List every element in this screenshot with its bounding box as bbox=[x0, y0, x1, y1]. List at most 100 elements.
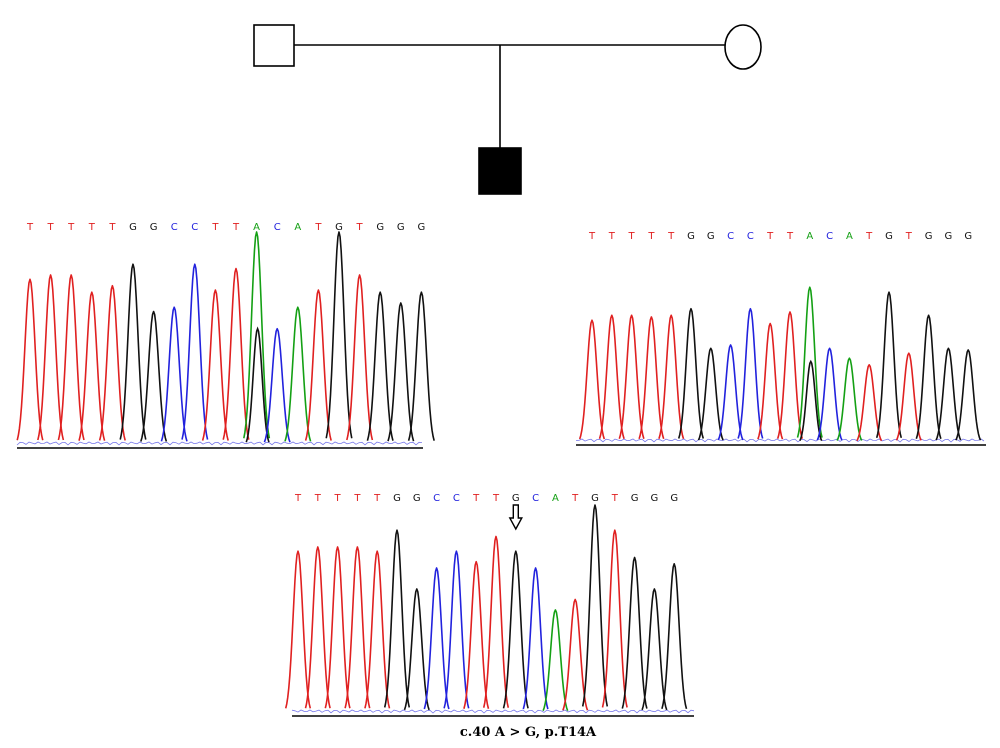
trace-peak-A bbox=[836, 357, 863, 441]
base-call-label: A bbox=[552, 493, 559, 504]
base-call-label: G bbox=[631, 493, 639, 504]
trace-peak-G bbox=[915, 314, 942, 439]
base-call-label: T bbox=[294, 493, 302, 504]
trace-peak-T bbox=[284, 550, 312, 709]
base-call-label: G bbox=[591, 493, 599, 504]
base-call-label: A bbox=[253, 222, 260, 233]
trace-peak-T bbox=[482, 535, 510, 708]
trace-peak-T bbox=[304, 289, 332, 441]
trace-peak-G bbox=[661, 563, 688, 710]
trace-peak-C bbox=[717, 344, 744, 441]
trace-peak-T bbox=[78, 291, 106, 441]
base-call-label: T bbox=[905, 231, 913, 242]
base-call-label: T bbox=[67, 222, 75, 233]
proband-symbol bbox=[478, 147, 522, 195]
base-call-label: C bbox=[747, 231, 754, 242]
base-call-label: T bbox=[667, 231, 675, 242]
trace-peak-T bbox=[856, 364, 883, 442]
trace-peak-T bbox=[346, 274, 374, 441]
base-call-label: T bbox=[334, 493, 342, 504]
trace-peak-G bbox=[935, 347, 962, 441]
base-call-label: T bbox=[314, 493, 322, 504]
base-call-label: T bbox=[766, 231, 774, 242]
base-call-label: A bbox=[846, 231, 853, 242]
trace-peak-T bbox=[304, 546, 331, 709]
trace-peak-G bbox=[387, 302, 415, 442]
trace-peak-C bbox=[522, 567, 549, 710]
trace-peak-T bbox=[364, 550, 391, 709]
trace-peak-T bbox=[578, 319, 606, 440]
base-call-label: A bbox=[806, 231, 813, 242]
trace-peak-T bbox=[37, 274, 65, 441]
base-call-label: C bbox=[453, 493, 460, 504]
base-call-label: T bbox=[611, 493, 619, 504]
base-call-label: G bbox=[707, 231, 715, 242]
trace-peak-G bbox=[677, 307, 705, 439]
trace-peak-G bbox=[119, 263, 147, 440]
base-call-label: G bbox=[925, 231, 933, 242]
base-call-label: T bbox=[786, 231, 794, 242]
trace-peak-T bbox=[344, 546, 371, 709]
base-call-label: T bbox=[373, 493, 381, 504]
trace-peak-T bbox=[638, 316, 665, 440]
base-call-label: G bbox=[413, 493, 421, 504]
trace-peak-T bbox=[57, 274, 85, 441]
trace-peak-G bbox=[621, 556, 648, 709]
base-call-label: A bbox=[294, 222, 301, 233]
base-call-label: C bbox=[727, 231, 734, 242]
trace-peak-C bbox=[423, 567, 450, 710]
trace-peak-T bbox=[895, 352, 922, 441]
base-call-label: C bbox=[274, 222, 281, 233]
father-symbol bbox=[253, 24, 295, 67]
trace-peak-C bbox=[160, 306, 188, 442]
trace-peak-T bbox=[601, 529, 628, 708]
trace-peak-A bbox=[542, 609, 569, 711]
trace-peak-G bbox=[955, 349, 982, 441]
base-call-label: G bbox=[687, 231, 695, 242]
base-call-label: G bbox=[964, 231, 972, 242]
base-call-label: T bbox=[647, 231, 655, 242]
trace-peak-G bbox=[641, 588, 668, 711]
base-call-label: G bbox=[885, 231, 893, 242]
trace-peak-T bbox=[618, 314, 645, 439]
base-call-label: G bbox=[335, 222, 343, 233]
base-call-label: G bbox=[393, 493, 401, 504]
base-call-label: G bbox=[129, 222, 137, 233]
base-call-label: G bbox=[397, 222, 405, 233]
base-call-label: G bbox=[945, 231, 953, 242]
trace-peak-T bbox=[201, 289, 229, 441]
trace-peak-G bbox=[581, 504, 609, 707]
base-call-label: T bbox=[314, 222, 322, 233]
base-call-label: C bbox=[826, 231, 833, 242]
base-call-label: G bbox=[651, 493, 659, 504]
trace-peak-T bbox=[757, 322, 784, 440]
trace-peak-T bbox=[776, 311, 804, 439]
base-call-label: T bbox=[628, 231, 636, 242]
trace-peak-T bbox=[324, 546, 351, 709]
trace-peak-T bbox=[222, 267, 250, 440]
trace-peak-G bbox=[697, 347, 724, 441]
trace-peak-T bbox=[598, 314, 625, 439]
chromatogram-noise bbox=[16, 441, 423, 446]
base-call-label: T bbox=[232, 222, 240, 233]
trace-peak-G bbox=[325, 231, 353, 439]
base-call-label: T bbox=[865, 231, 873, 242]
trace-peak-C bbox=[443, 550, 470, 709]
trace-secondary-peak-G bbox=[245, 326, 270, 443]
base-call-label: T bbox=[26, 222, 34, 233]
trace-peak-T bbox=[98, 284, 126, 441]
chromatogram-noise bbox=[575, 438, 985, 443]
trace-peak-T bbox=[16, 278, 44, 441]
trace-secondary-peak-G bbox=[799, 359, 823, 441]
base-call-label: T bbox=[472, 493, 480, 504]
base-call-label: T bbox=[88, 222, 96, 233]
base-call-label: T bbox=[571, 493, 579, 504]
base-call-label: C bbox=[171, 222, 178, 233]
trace-peak-C bbox=[737, 307, 764, 439]
trace-peak-G bbox=[875, 291, 903, 439]
trace-peak-A bbox=[243, 231, 271, 439]
